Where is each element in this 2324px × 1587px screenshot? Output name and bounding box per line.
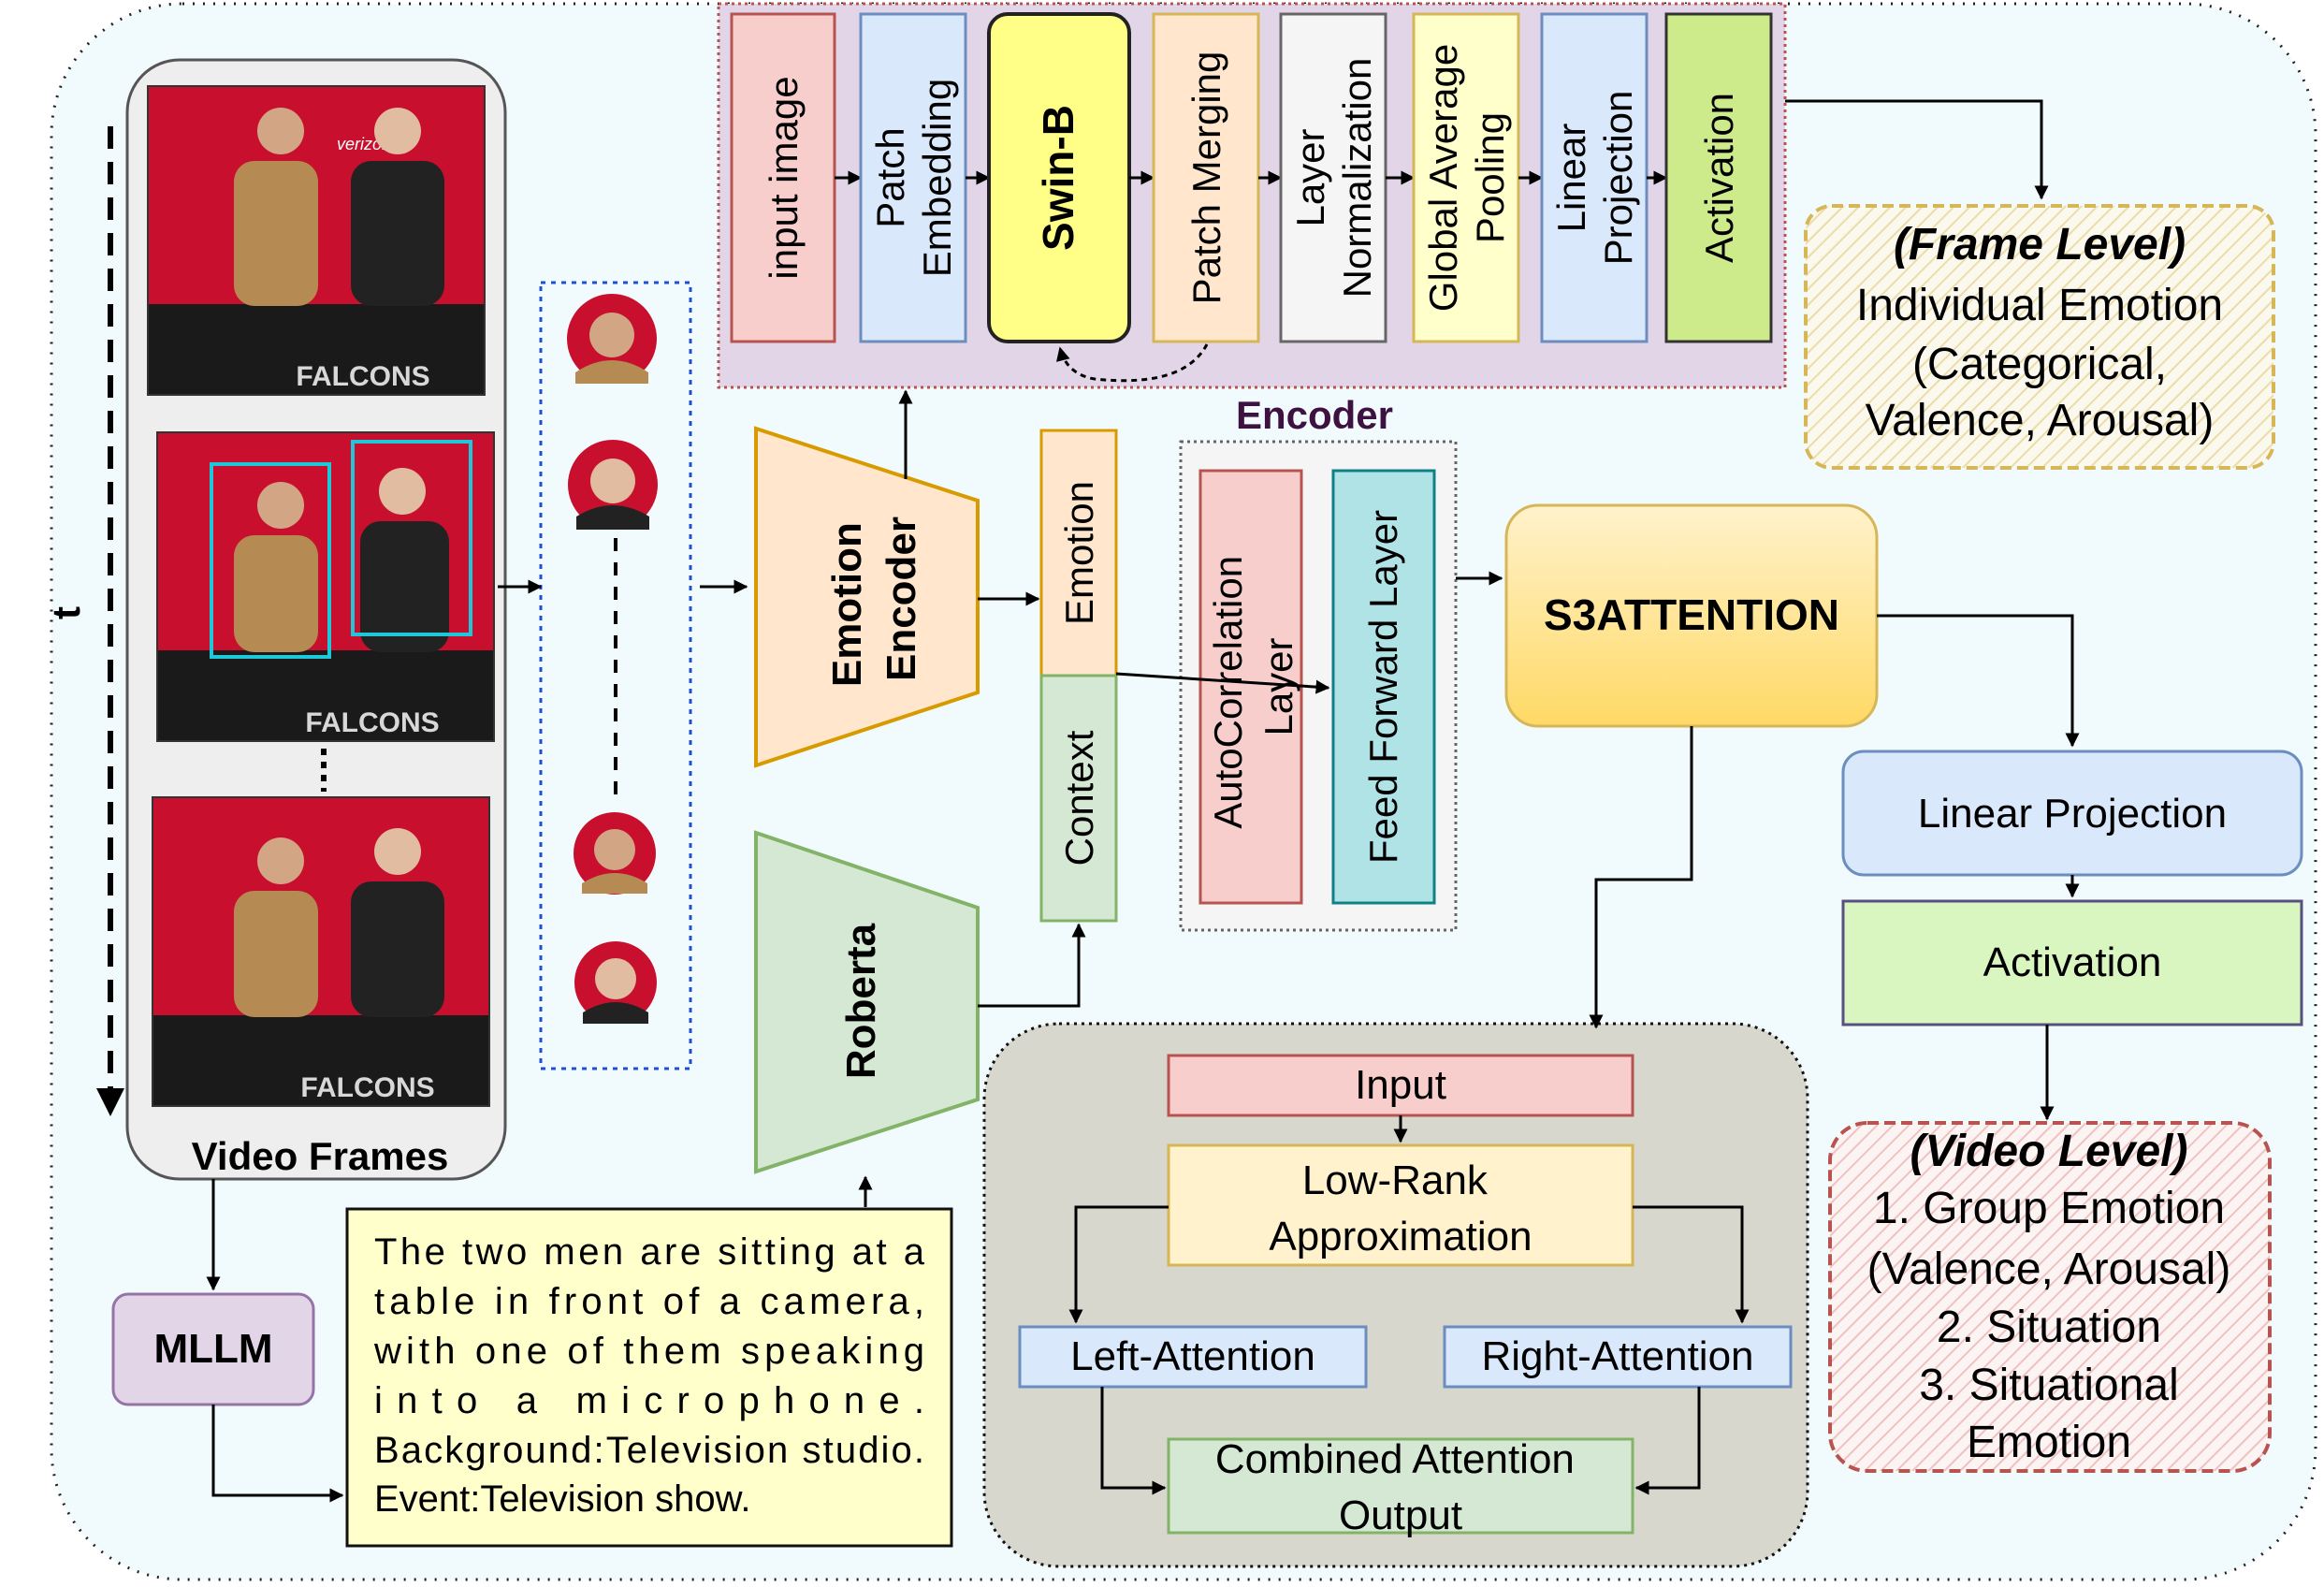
right-attention-block — [1443, 1325, 1793, 1389]
video-frame-3: FALCONS — [152, 796, 490, 1107]
connectors — [206, 571, 2080, 1503]
swin-stage-global-average-pooling: Global AveragePooling — [1412, 12, 1520, 343]
video-level-title: (Video Level) — [1910, 1127, 2188, 1176]
video-level-line-5: Emotion — [1967, 1418, 2131, 1467]
video-frames-label: Video Frames — [192, 1134, 449, 1178]
low-rank-block — [1167, 1143, 1634, 1267]
swin-stage-label: PatchEmbedding — [868, 79, 959, 277]
emotion-feature-label: Emotion — [1057, 481, 1101, 625]
swin-stage-layer-normalization: LayerNormalization — [1279, 12, 1387, 343]
frame-level-line-2: (Categorical, — [1912, 340, 2167, 389]
swin-stage-linear-projection: LinearProjection — [1540, 12, 1649, 343]
face-detection-box-1 — [210, 462, 331, 659]
s3attention-label: S3ATTENTION — [1544, 590, 1839, 639]
video-level-line-3: 2. Situation — [1937, 1303, 2161, 1352]
emotion-encoder-block — [754, 426, 980, 768]
feed-forward-layer — [1331, 469, 1436, 905]
face-crop-4 — [574, 941, 657, 1024]
left-attention-block — [1018, 1325, 1368, 1389]
combined-attention-label: Combined Attention Output — [1215, 1436, 1586, 1538]
frame-level-title: (Frame Level) — [1894, 220, 2186, 269]
video-level-output: (Video Level) 1. Group Emotion (Valence,… — [1828, 1121, 2272, 1473]
activation-head-label: Activation — [1983, 939, 2162, 985]
swin-loop-arrow — [1056, 343, 1209, 383]
caption-box — [345, 1207, 953, 1548]
swin-stage-label: LinearProjection — [1549, 91, 1640, 266]
svg-text:FALCONS: FALCONS — [296, 361, 429, 392]
swin-stage-label: input image — [762, 76, 806, 279]
low-rank-label: Low-Rank Approximation — [1269, 1157, 1532, 1259]
context-feature-label: Context — [1057, 730, 1101, 866]
frame-level-output: (Frame Level) Individual Emotion (Catego… — [1804, 204, 2275, 470]
video-frame-2: FALCONS — [156, 431, 495, 742]
context-feature-block — [1039, 674, 1118, 923]
emotion-encoder-label: Emotion Encoder — [824, 511, 924, 687]
linear-projection-head-label: Linear Projection — [1918, 791, 2227, 837]
swin-stage-input-image: input image — [730, 12, 836, 343]
faces-column — [539, 281, 692, 1070]
swin-stage-label: LayerNormalization — [1288, 58, 1379, 298]
right-attention-label: Right-Attention — [1481, 1333, 1753, 1379]
emotion-feature-block — [1039, 429, 1118, 677]
swin-stages: input image PatchEmbedding Swin-B Patch Mer… — [730, 12, 1773, 343]
caption-line-1: The two men are sitting at a — [374, 1231, 925, 1273]
encoder-title: Encoder — [1236, 393, 1393, 437]
swin-stage-label: Swin-B — [1034, 105, 1082, 251]
caption-text: The two men are sitting at a table in fr… — [373, 1231, 925, 1520]
video-frame-1: FALCONS verizon — [147, 85, 486, 396]
roberta-block — [754, 830, 980, 1174]
time-axis-label: t — [44, 606, 88, 619]
face-crop-3 — [574, 812, 656, 895]
video-level-line-2: (Valence, Arousal) — [1867, 1245, 2231, 1294]
swin-stage-label: Patch Merging — [1184, 51, 1228, 305]
caption-line-2: table in front of a camera, — [374, 1281, 924, 1322]
swin-stage-patch-embedding: PatchEmbedding — [859, 12, 967, 343]
roberta-label: Roberta — [838, 923, 884, 1079]
face-detection-box-2 — [351, 440, 472, 636]
arrow-to-frame-level — [1785, 99, 2049, 200]
svg-text:FALCONS: FALCONS — [305, 707, 439, 738]
face-crop-1 — [567, 294, 657, 384]
left-attention-label: Left-Attention — [1070, 1333, 1315, 1379]
input-label: Input — [1355, 1062, 1446, 1108]
mllm-label: MLLM — [153, 1326, 272, 1372]
activation-head — [1841, 899, 2303, 1026]
face-crop-2 — [568, 440, 658, 530]
swin-stage-swin-b: Swin-B — [987, 12, 1131, 343]
swin-stage-activation: Activation — [1664, 12, 1773, 343]
video-level-line-4: 3. Situational — [1919, 1361, 2179, 1410]
swin-stage-label: Global AveragePooling — [1421, 44, 1512, 312]
caption-line-3: with one of them speaking — [373, 1331, 924, 1372]
frame-level-line-1: Individual Emotion — [1856, 281, 2223, 330]
combined-attention-block — [1167, 1437, 1634, 1535]
feed-forward-label: Feed Forward Layer — [1361, 510, 1405, 864]
frame-level-line-3: Valence, Arousal) — [1866, 396, 2215, 445]
caption-line-6: Event:Television show. — [374, 1478, 750, 1520]
caption-line-5: Background:Television studio. — [374, 1430, 924, 1471]
swin-stage-label: Activation — [1697, 93, 1741, 263]
svg-text:FALCONS: FALCONS — [300, 1072, 434, 1103]
swin-stage-patch-merging: Patch Merging — [1152, 12, 1260, 343]
video-level-line-1: 1. Group Emotion — [1873, 1184, 2225, 1233]
